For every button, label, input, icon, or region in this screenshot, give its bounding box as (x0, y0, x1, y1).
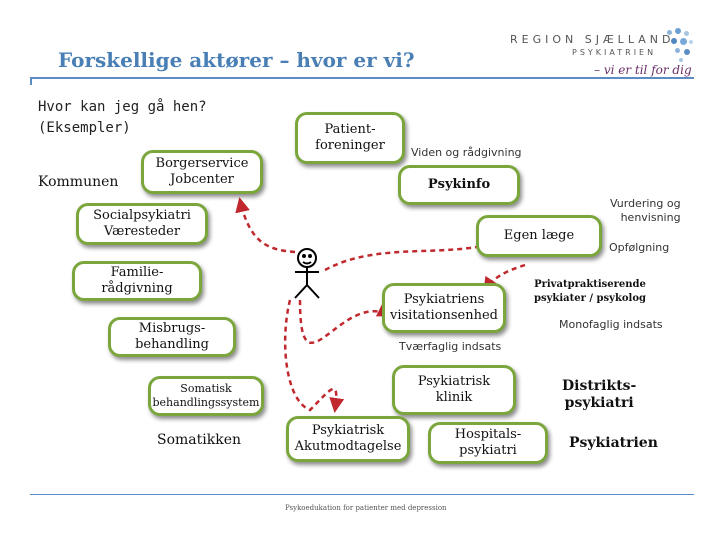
label-kommunen: Kommunen (38, 174, 119, 190)
node-psykiatrisk-klinik[interactable]: Psykiatrisk klinik (392, 365, 516, 415)
node-label: Psykiatrisk klinik (417, 374, 491, 405)
label-somatikken: Somatikken (157, 432, 242, 448)
node-hospitalspsykiatri[interactable]: Hospitals- psykiatri (428, 422, 548, 464)
arrow-to-visitationsenhed (298, 299, 393, 344)
label-vurdering: Vurdering og henvisning (610, 197, 681, 224)
footer-caption: Psykoedukation for patienter med depress… (285, 504, 447, 512)
label-tvaerfaglig: Tværfaglig indsats (399, 340, 502, 353)
node-label: Somatisk behandlingssystem (152, 382, 260, 409)
logo-dots-icon (665, 28, 695, 68)
label-distriktspsykiatri: Distrikts- psykiatri (562, 378, 637, 411)
logo-wordmark: REGION SJÆLLAND (510, 33, 675, 46)
label-privatpraktiserende: Privatpraktiserende psykiater / psykolog (534, 279, 646, 304)
node-socialpsykiatri[interactable]: Socialpsykiatri Væresteder (76, 203, 208, 245)
arrow-to-borgerservice (235, 197, 296, 254)
footer-rule (30, 494, 694, 495)
label-monofaglig: Monofaglig indsats (559, 318, 663, 331)
label-viden: Viden og rådgivning (411, 146, 522, 159)
node-psykiatrisk-akutmodtagelse[interactable]: Psykiatrisk Akutmodtagelse (286, 416, 410, 462)
node-psykinfo[interactable]: Psykinfo (398, 165, 520, 205)
title-rule (30, 77, 694, 79)
label-opfoelgning: Opfølgning (609, 241, 670, 254)
arrow-to-privat (483, 263, 526, 293)
node-borgerservice[interactable]: Borgerservice Jobcenter (141, 150, 263, 194)
logo-tagline: – vi er til for dig (594, 63, 692, 77)
node-label: Psykiatriens visitationsenhed (389, 292, 498, 323)
page-title: Forskellige aktører – hvor er vi? (58, 48, 415, 72)
node-label: Borgerservice Jobcenter (155, 156, 249, 187)
logo-subtitle: PSYKIATRIEN (572, 48, 657, 57)
node-label: Familie- rådgivning (101, 265, 173, 296)
person-icon (294, 248, 320, 299)
node-patientforeninger[interactable]: Patient- foreninger (295, 112, 405, 164)
label-psykiatrien: Psykiatrien (569, 435, 658, 451)
node-psykiatriens-visitationsenhed[interactable]: Psykiatriens visitationsenhed (382, 283, 506, 333)
node-label: Egen læge (503, 228, 575, 243)
node-label: Socialpsykiatri Væresteder (93, 208, 191, 239)
intro-question: Hvor kan jeg gå hen? (Eksempler) (38, 99, 207, 136)
node-label: Patient- foreninger (315, 122, 385, 153)
node-label: Misbrugs- behandling (135, 321, 209, 352)
arrow-to-akutmodtagelse (283, 299, 345, 413)
node-label: Psykinfo (427, 177, 491, 192)
node-label: Psykiatrisk Akutmodtagelse (294, 423, 402, 454)
node-somatisk-behandlingssystem[interactable]: Somatisk behandlingssystem (148, 376, 264, 416)
node-egen-laege[interactable]: Egen læge (476, 215, 602, 257)
title-rule-tick (30, 77, 32, 85)
node-familieraadgivning[interactable]: Familie- rådgivning (72, 261, 202, 301)
node-misbrugsbehandling[interactable]: Misbrugs- behandling (108, 317, 236, 357)
node-label: Hospitals- psykiatri (454, 427, 522, 458)
